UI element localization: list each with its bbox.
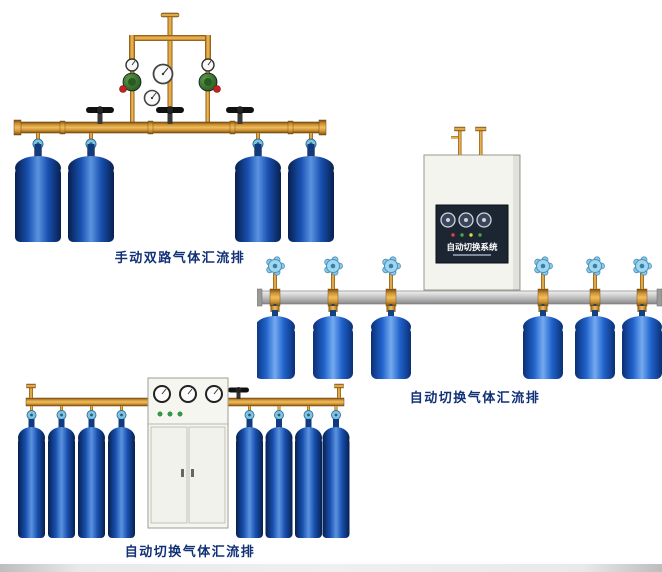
indicator-light bbox=[478, 233, 482, 237]
indicator-light bbox=[177, 411, 183, 417]
figure-caption-auto-switch-1: 自动切换气体汇流排 bbox=[409, 390, 541, 405]
shutoff-valve bbox=[228, 387, 249, 399]
handwheel bbox=[534, 256, 553, 276]
manifold-pipe bbox=[13, 12, 327, 136]
gas-cylinder bbox=[523, 306, 563, 379]
control-cabinet bbox=[147, 377, 229, 529]
gas-cylinder bbox=[295, 419, 322, 538]
handwheel bbox=[382, 256, 401, 276]
gas-cylinder bbox=[48, 419, 75, 538]
gas-cylinder bbox=[257, 306, 295, 379]
indicator-light bbox=[167, 411, 173, 417]
gas-cylinder bbox=[371, 306, 411, 379]
gas-cylinder bbox=[575, 306, 615, 379]
gas-cylinder bbox=[622, 306, 662, 379]
handwheel bbox=[266, 256, 285, 276]
figure-caption-auto-switch-2: 自动切换气体汇流排 bbox=[124, 544, 256, 559]
indicator-light bbox=[460, 233, 464, 237]
pressure-regulator bbox=[198, 72, 221, 93]
gas-cylinder bbox=[313, 306, 353, 379]
gas-cylinder bbox=[15, 144, 61, 242]
gas-cylinder bbox=[236, 419, 263, 538]
manifold-bar bbox=[257, 288, 662, 307]
pressure-regulator bbox=[119, 72, 142, 93]
shutoff-valve bbox=[85, 106, 115, 125]
handwheel bbox=[324, 256, 343, 276]
door-handle bbox=[181, 469, 184, 477]
cylinder-connections bbox=[266, 256, 652, 307]
bottom-divider bbox=[0, 564, 662, 572]
door-handle bbox=[191, 469, 194, 477]
indicator-light bbox=[451, 233, 455, 237]
figure-caption-manual-dual: 手动双路气体汇流排 bbox=[114, 250, 246, 265]
manual-dual-manifold-figure bbox=[5, 8, 345, 248]
indicator-light bbox=[469, 233, 473, 237]
handwheel bbox=[633, 256, 652, 276]
control-cabinet: 自动切换系统 bbox=[423, 126, 521, 291]
indicator-light bbox=[157, 411, 163, 417]
gas-cylinder bbox=[68, 144, 114, 242]
pressure-gauge bbox=[125, 58, 215, 107]
auto-switch-double-bank-figure bbox=[10, 374, 350, 540]
shutoff-valve bbox=[155, 106, 185, 125]
gas-cylinder bbox=[322, 419, 350, 538]
handwheel bbox=[586, 256, 605, 276]
cabinet-panel-title: 自动切换系统 bbox=[446, 242, 498, 252]
gas-cylinder bbox=[108, 419, 135, 538]
cabinet-panel: 自动切换系统 bbox=[435, 204, 509, 264]
auto-switch-manifold-figure: 自动切换系统 bbox=[257, 120, 662, 388]
gas-cylinder bbox=[18, 419, 45, 538]
cabinet-door bbox=[188, 426, 226, 524]
gas-cylinder bbox=[78, 419, 105, 538]
gas-cylinder bbox=[265, 419, 293, 538]
